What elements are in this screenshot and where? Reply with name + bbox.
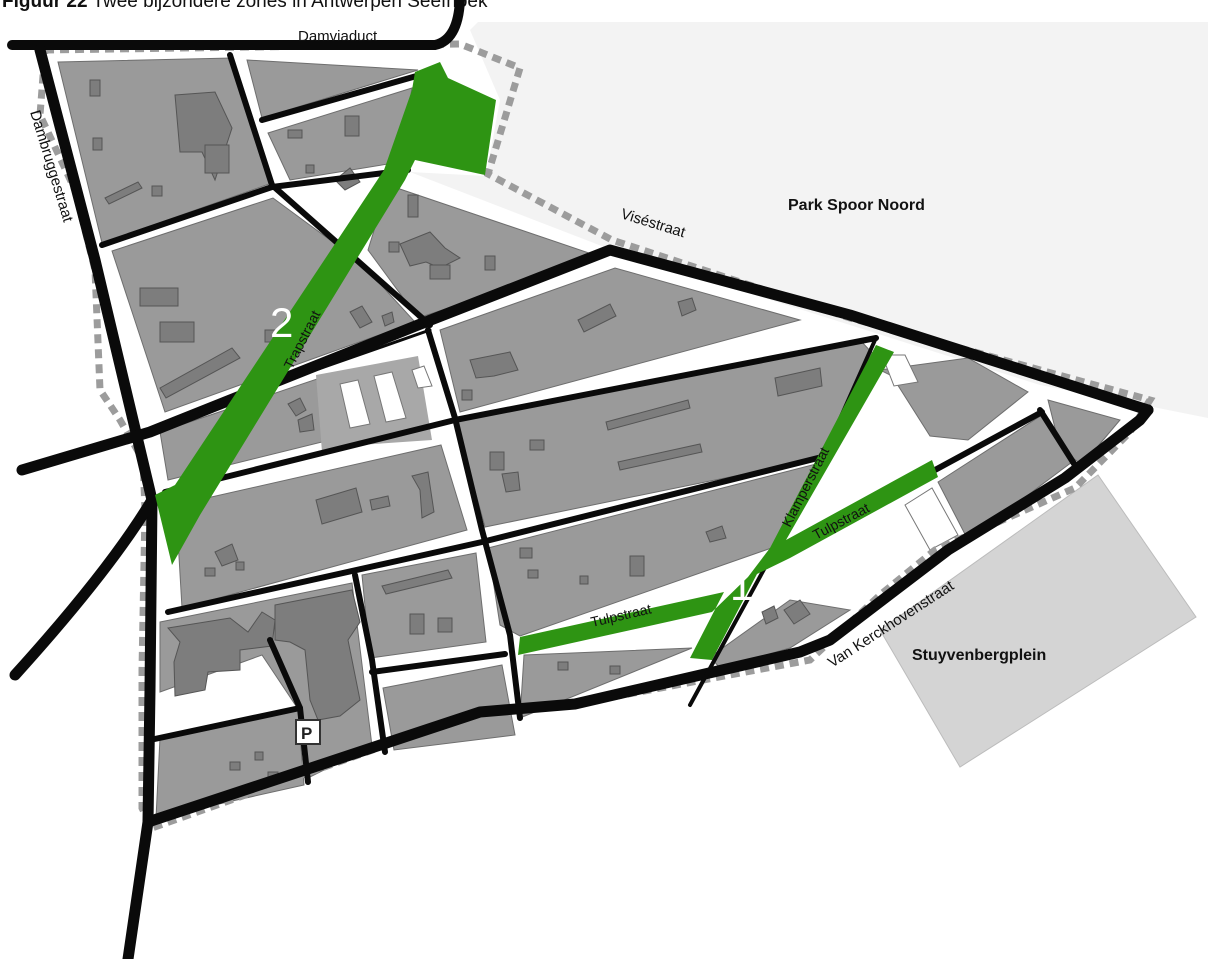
building — [151, 185, 163, 197]
building — [407, 194, 419, 218]
building — [609, 665, 621, 675]
building — [381, 569, 453, 595]
building — [89, 79, 101, 97]
road-minor — [259, 72, 423, 123]
building — [519, 547, 533, 559]
road-dambruggestraat — [34, 44, 158, 959]
building — [484, 255, 496, 271]
figure-caption: Figuur 22 Twee bijzondere zones in Antwe… — [2, 0, 488, 13]
building — [104, 181, 143, 205]
buildings — [89, 79, 823, 781]
building — [315, 487, 363, 525]
lot — [373, 371, 407, 423]
green-zones — [155, 62, 938, 660]
building — [159, 347, 241, 399]
building — [399, 231, 461, 269]
road-damviaduct — [7, 0, 465, 50]
building — [167, 611, 276, 697]
building — [629, 555, 645, 577]
building — [489, 451, 505, 471]
road-minor — [147, 705, 303, 743]
building — [139, 287, 179, 307]
building — [529, 439, 545, 451]
building — [677, 297, 697, 317]
building — [411, 471, 435, 519]
building — [579, 575, 589, 585]
lot — [881, 354, 919, 387]
building — [705, 525, 727, 543]
building — [774, 367, 823, 397]
figure-caption-prefix: Figuur 22 — [2, 0, 88, 12]
label-park-spoor-noord: Park Spoor Noord — [788, 197, 925, 214]
road-minor — [267, 637, 311, 785]
building — [577, 303, 617, 333]
figure-caption-text: Twee bijzondere zones in Antwerpen Seefh… — [87, 0, 488, 12]
lot — [339, 379, 371, 429]
block — [487, 462, 821, 637]
building — [204, 567, 216, 577]
zone-number-1: 1 — [730, 562, 753, 609]
building — [617, 443, 703, 471]
road-west-spur — [9, 494, 158, 681]
building — [287, 397, 307, 417]
building — [381, 311, 395, 327]
building — [369, 495, 391, 511]
building — [349, 305, 373, 329]
road-north-axis — [16, 244, 1154, 476]
building — [229, 761, 241, 771]
building — [388, 241, 400, 253]
road-minor — [932, 409, 1045, 473]
building — [344, 115, 360, 137]
building — [287, 129, 303, 139]
road-minor — [156, 328, 432, 427]
road-southern-ring — [142, 404, 1154, 828]
building — [254, 751, 264, 761]
parking-sign: P — [301, 724, 312, 743]
building — [305, 164, 315, 174]
building — [92, 137, 103, 151]
building — [761, 605, 779, 625]
road-minor — [369, 651, 508, 675]
lot — [904, 487, 959, 551]
block — [175, 444, 468, 609]
block — [246, 59, 419, 119]
building — [783, 599, 811, 625]
building — [557, 661, 569, 671]
building — [409, 613, 425, 635]
road-minor — [162, 335, 879, 495]
lot — [411, 365, 433, 389]
building — [501, 471, 521, 493]
road-minor — [99, 184, 275, 248]
building — [214, 543, 239, 567]
building — [461, 389, 473, 401]
building — [469, 351, 519, 379]
courtyard — [316, 356, 432, 452]
road-minor — [165, 452, 833, 615]
zone-number-2: 2 — [270, 299, 293, 346]
building — [527, 569, 539, 579]
block — [361, 552, 487, 659]
zone-1-klamperstraat — [518, 345, 938, 660]
white-lots — [339, 354, 959, 551]
building — [605, 399, 691, 431]
parking-sign-box — [295, 719, 321, 745]
building — [204, 144, 230, 174]
building — [274, 589, 361, 721]
road-minor — [1037, 407, 1081, 473]
building — [159, 321, 195, 343]
park-area — [410, 22, 1208, 418]
building — [297, 413, 315, 433]
road-minor — [425, 327, 523, 721]
zone-2-trapstraat — [155, 62, 496, 565]
label-stuyvenbergplein: Stuyvenbergplein — [912, 647, 1046, 664]
label-damviaduct: Damviaduct — [298, 28, 378, 45]
label-tulpstraat-east: Tulpstraat — [810, 499, 872, 542]
square-area — [879, 474, 1197, 768]
block — [439, 267, 802, 413]
building — [437, 617, 453, 633]
road-minor — [352, 572, 388, 755]
building — [429, 264, 451, 280]
building — [235, 561, 245, 571]
